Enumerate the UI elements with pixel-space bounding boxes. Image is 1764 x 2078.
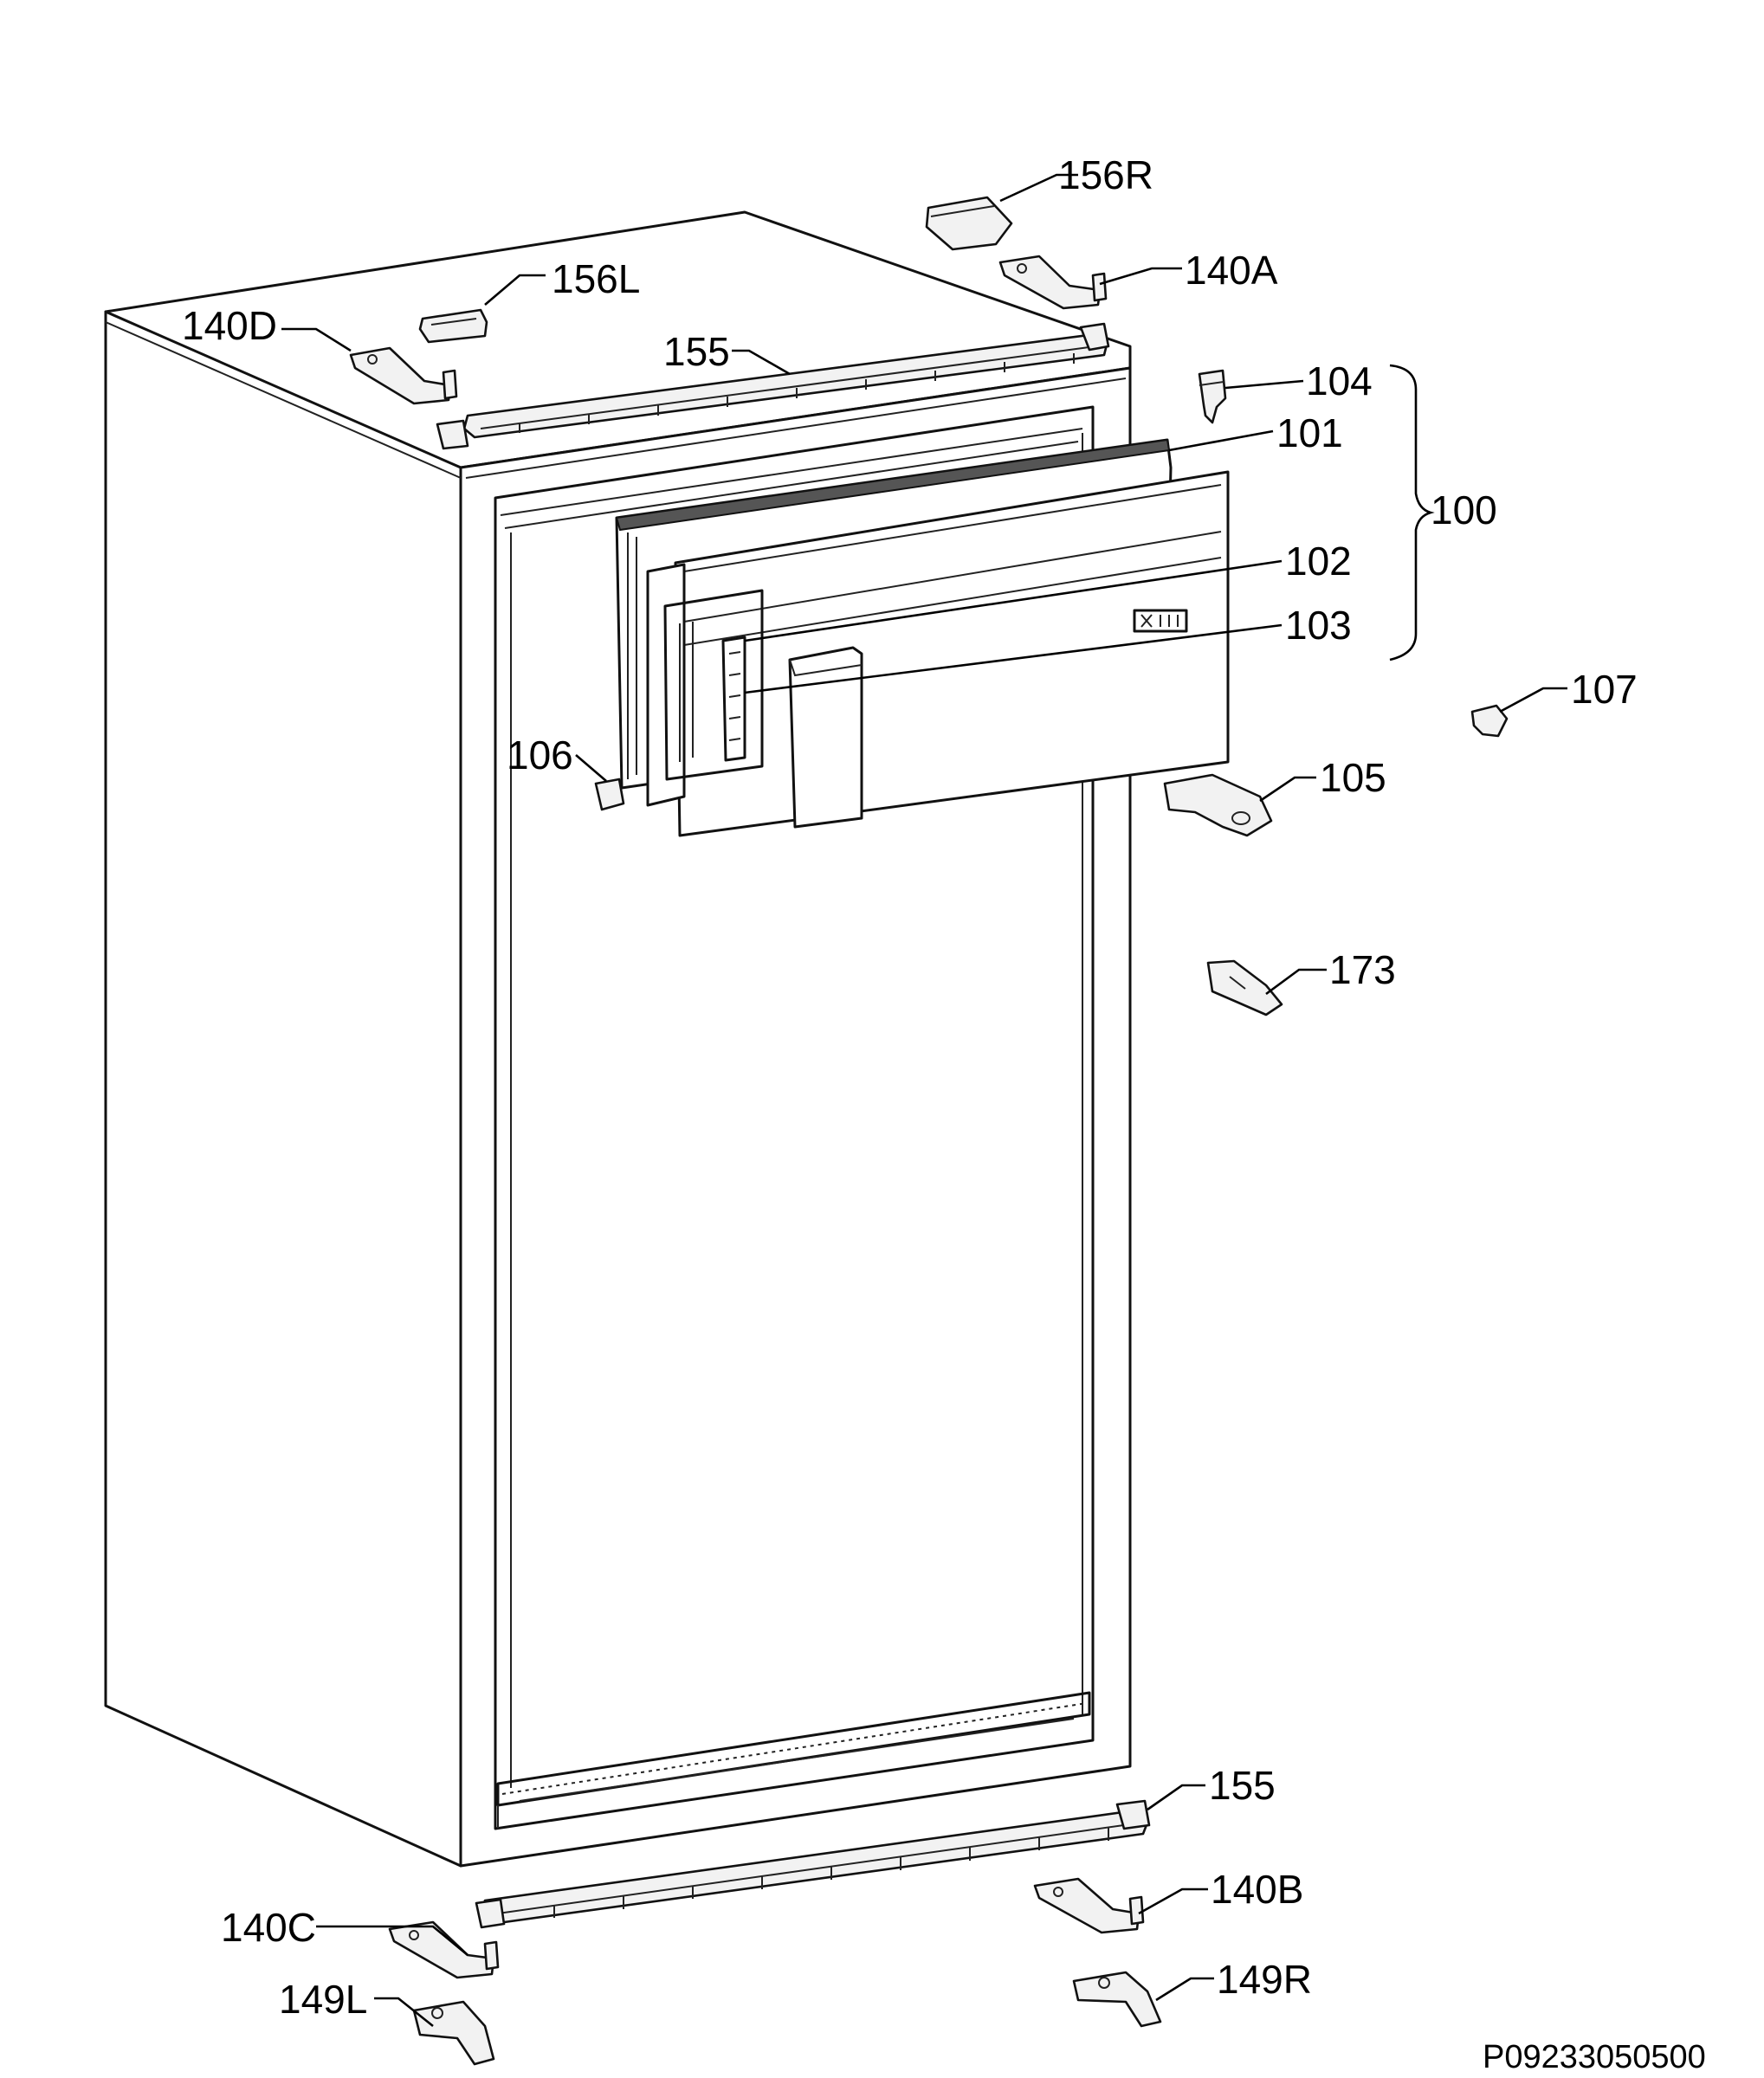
label-140D: 140D (182, 303, 277, 348)
label-101: 101 (1276, 410, 1343, 455)
part-104-lamp-holder (1198, 369, 1227, 424)
label-155-bottom: 155 (1209, 1763, 1276, 1808)
label-103: 103 (1285, 603, 1352, 648)
part-155-top-strip (436, 322, 1110, 450)
part-106 (594, 778, 625, 811)
drawing-code: P09233050500 (1483, 2039, 1706, 2075)
label-140C: 140C (221, 1905, 316, 1950)
label-107: 107 (1571, 667, 1638, 712)
label-149L: 149L (279, 1977, 367, 2022)
leader-lines (281, 173, 1567, 2028)
part-140B (1033, 1877, 1145, 1934)
label-155-top: 155 (663, 329, 730, 374)
label-102: 102 (1285, 539, 1352, 584)
part-labels: 156R 156L 140A 140D 155 104 101 100 102 … (182, 152, 1706, 2075)
label-106: 106 (507, 732, 573, 778)
part-140C (388, 1920, 500, 1979)
part-105 (1163, 773, 1273, 837)
label-156L: 156L (552, 256, 640, 301)
freezer-door-assembly (615, 438, 1230, 837)
part-140A (998, 255, 1108, 310)
label-140B: 140B (1211, 1867, 1303, 1912)
label-149R: 149R (1217, 1957, 1312, 2002)
part-156R (925, 196, 1013, 251)
label-104: 104 (1306, 358, 1373, 403)
fridge-cabinet (104, 210, 1132, 1868)
part-149L (412, 2000, 495, 2066)
label-105: 105 (1320, 755, 1386, 800)
badge-icon (1133, 609, 1188, 633)
label-156R: 156R (1058, 152, 1153, 197)
part-103-mechanism (721, 636, 746, 762)
label-140A: 140A (1185, 248, 1278, 293)
part-155-bottom-strip (475, 1799, 1151, 1929)
part-149R (1072, 1971, 1162, 2028)
part-107 (1470, 704, 1509, 738)
part-173 (1206, 959, 1283, 1016)
label-100: 100 (1431, 487, 1497, 532)
part-156L (418, 308, 488, 344)
door-handle (788, 646, 863, 829)
label-173: 173 (1329, 947, 1396, 992)
part-140D (349, 346, 458, 405)
